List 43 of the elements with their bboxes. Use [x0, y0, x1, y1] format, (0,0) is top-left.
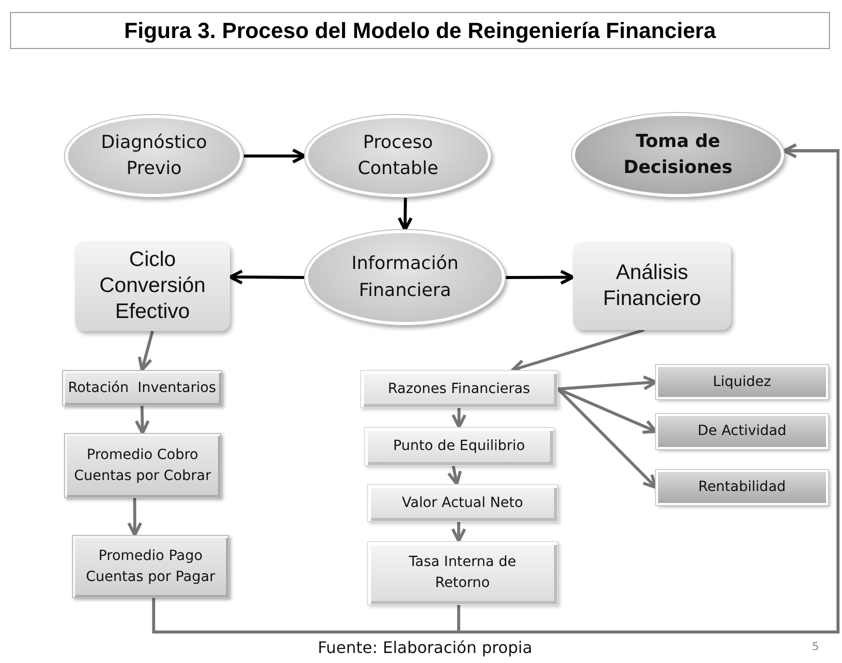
- process-box: [573, 242, 731, 330]
- arrow: [505, 270, 574, 285]
- caption: Fuente: Elaboración propia: [316, 638, 534, 657]
- node-label: Proceso Contable: [356, 130, 440, 181]
- node-label: Razones Financieras: [386, 380, 532, 398]
- arrow: [243, 148, 306, 164]
- step-box: [656, 414, 828, 449]
- step-box: [367, 484, 558, 522]
- step-box: [364, 427, 554, 466]
- arrow: [457, 143, 840, 634]
- node-label: Rotación Inventarios: [66, 378, 217, 398]
- arrow: [127, 498, 142, 536]
- title: Figura 3. Proceso del Modelo de Reingeniería Financiera: [124, 18, 716, 44]
- node-label: Rentabilidad: [697, 478, 787, 497]
- node-label: Tasa Interna de Retorno: [408, 553, 518, 593]
- node-label: Valor Actual Neto: [400, 494, 524, 512]
- arrow: [447, 466, 462, 486]
- arrow: [228, 270, 306, 285]
- node-label: Diagnóstico Previo: [100, 130, 208, 181]
- step-box: [656, 470, 828, 505]
- process-box: [75, 241, 230, 331]
- arrow: [452, 408, 466, 428]
- arrow: [451, 522, 466, 542]
- arrow: [398, 196, 413, 232]
- node-label: Liquidez: [712, 372, 772, 392]
- step-box: [62, 370, 222, 406]
- node-label: Toma de Decisiones: [622, 130, 734, 180]
- node-label: Punto de Equilibrio: [392, 437, 526, 456]
- step-box: [360, 370, 558, 408]
- step-box: [64, 433, 221, 498]
- node-label: Ciclo Conversión Efectivo: [98, 246, 207, 326]
- arrow: [138, 330, 154, 372]
- node-label: Análisis Financiero: [602, 260, 702, 312]
- arrow: [558, 375, 658, 390]
- step-box: [656, 365, 828, 399]
- arrow: [134, 406, 150, 434]
- step-box: [72, 535, 229, 598]
- node-label: Promedio Pago Cuentas por Pagar: [84, 546, 216, 586]
- node-label: Información Financiera: [350, 252, 460, 302]
- node-label: De Actividad: [696, 422, 788, 441]
- page-number: 5: [812, 640, 819, 653]
- step-box: [367, 541, 558, 605]
- node-label: Promedio Cobro Cuentas por Cobrar: [73, 446, 212, 486]
